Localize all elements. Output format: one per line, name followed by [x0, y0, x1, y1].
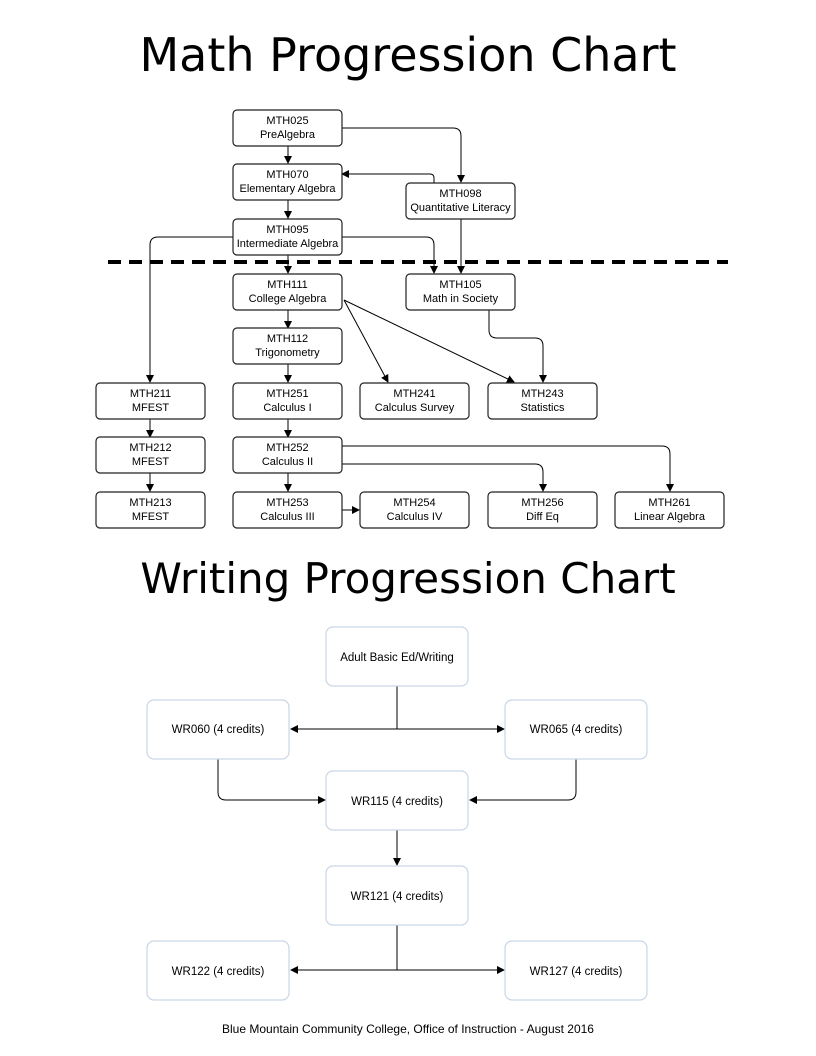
course-code: MTH111 [267, 279, 308, 291]
course-mth241: MTH241 Calculus Survey [359, 382, 470, 420]
course-mth111: MTH111 College Algebra [232, 273, 343, 311]
course-name: MFEST [132, 456, 170, 468]
course-mth252: MTH252 Calculus II [232, 436, 343, 474]
course-code: MTH211 [130, 388, 171, 400]
course-name: Quantitative Literacy [410, 202, 511, 214]
course-mth025: MTH025 PreAlgebra [232, 109, 343, 147]
writing-nodes: Adult Basic Ed/Writing WR060 (4 credits)… [146, 626, 648, 1001]
course-abe: Adult Basic Ed/Writing [325, 626, 469, 687]
course-name: College Algebra [249, 293, 328, 305]
course-mth254: MTH254 Calculus IV [359, 491, 470, 529]
course-code: MTH256 [521, 497, 563, 509]
edge-wr065-wr115 [469, 759, 577, 804]
course-mth105: MTH105 Math in Society [405, 273, 516, 311]
course-mth098: MTH098 Quantitative Literacy [405, 182, 516, 220]
course-wr060: WR060 (4 credits) [146, 699, 290, 760]
course-name: Calculus Survey [375, 402, 455, 414]
course-mth243: MTH243 Statistics [487, 382, 598, 420]
course-mth253: MTH253 Calculus III [232, 491, 343, 529]
course-label: WR060 (4 credits) [172, 724, 265, 736]
course-name: Calculus I [263, 402, 311, 414]
course-name: PreAlgebra [260, 129, 316, 141]
edge-mth098-mth070 [341, 170, 435, 183]
edge-mth252-mth256 [342, 463, 547, 492]
writing-connectors [217, 686, 577, 974]
course-code: MTH098 [439, 188, 481, 200]
course-name: Trigonometry [255, 347, 320, 359]
course-mth251: MTH251 Calculus I [232, 382, 343, 420]
course-wr127: WR127 (4 credits) [504, 940, 648, 1001]
course-mth213: MTH213 MFEST [95, 491, 206, 529]
course-code: MTH070 [266, 169, 308, 181]
course-mth261: MTH261 Linear Algebra [614, 491, 725, 529]
course-name: Calculus III [260, 511, 314, 523]
edge-mth111-mth243 [343, 299, 515, 383]
math-nodes: MTH025 PreAlgebra MTH070 Elementary Alge… [95, 109, 725, 529]
course-name: Elementary Algebra [240, 183, 337, 195]
course-code: MTH105 [439, 279, 481, 291]
course-code: MTH261 [648, 497, 690, 509]
course-name: Linear Algebra [634, 511, 706, 523]
edge-mth095-mth211 [146, 236, 233, 383]
course-mth212: MTH212 MFEST [95, 436, 206, 474]
course-name: Calculus II [262, 456, 313, 468]
writing-chart-title: Writing Progression Chart [140, 554, 676, 603]
course-wr065: WR065 (4 credits) [504, 699, 648, 760]
course-wr121: WR121 (4 credits) [325, 865, 469, 926]
course-name: Math in Society [423, 293, 499, 305]
course-name: Diff Eq [526, 511, 559, 523]
course-code: MTH241 [393, 388, 435, 400]
edge-mth252-mth261 [342, 445, 674, 492]
course-name: MFEST [132, 511, 170, 523]
course-label: WR065 (4 credits) [530, 724, 623, 736]
edge-mth105-mth243 [488, 310, 547, 383]
course-code: MTH253 [266, 497, 308, 509]
course-label: Adult Basic Ed/Writing [340, 652, 454, 664]
math-connectors [146, 127, 674, 514]
course-name: Statistics [520, 402, 565, 414]
course-mth095: MTH095 Intermediate Algebra [232, 218, 343, 256]
footer-credit: Blue Mountain Community College, Office … [222, 1022, 594, 1036]
math-chart-title: Math Progression Chart [139, 28, 677, 82]
course-name: Intermediate Algebra [237, 238, 339, 250]
course-mth070: MTH070 Elementary Algebra [232, 163, 343, 201]
edge-wr060-wr115 [217, 759, 326, 804]
edge-mth095-mth105 [342, 236, 438, 274]
course-label: WR127 (4 credits) [530, 966, 623, 978]
course-name: MFEST [132, 402, 170, 414]
course-code: MTH252 [266, 442, 308, 454]
course-code: MTH243 [521, 388, 563, 400]
course-name: Calculus IV [387, 511, 443, 523]
course-mth211: MTH211 MFEST [95, 382, 206, 420]
course-label: WR121 (4 credits) [351, 891, 444, 903]
course-mth256: MTH256 Diff Eq [487, 491, 598, 529]
course-code: MTH212 [129, 442, 171, 454]
course-mth112: MTH112 Trigonometry [232, 327, 343, 365]
course-code: MTH112 [267, 333, 308, 345]
edge-mth025-mth098 [342, 127, 465, 183]
course-wr122: WR122 (4 credits) [146, 940, 290, 1001]
course-code: MTH025 [266, 115, 308, 127]
course-label: WR122 (4 credits) [172, 966, 265, 978]
edge-mth111-mth241 [343, 299, 389, 383]
course-wr115: WR115 (4 credits) [325, 770, 469, 831]
course-code: MTH095 [266, 224, 308, 236]
course-code: MTH213 [129, 497, 171, 509]
course-code: MTH254 [393, 497, 435, 509]
course-label: WR115 (4 credits) [351, 796, 443, 808]
course-code: MTH251 [266, 388, 308, 400]
